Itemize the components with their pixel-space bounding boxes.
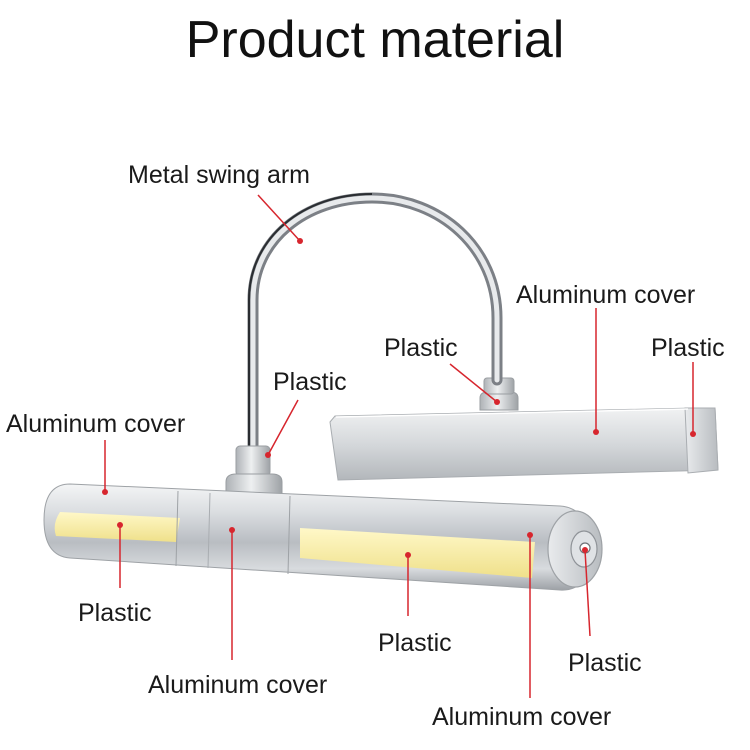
leader-lines xyxy=(102,194,696,698)
label-plastic-left-lens: Plastic xyxy=(78,599,152,627)
front-light-tube xyxy=(43,483,603,591)
label-plastic-front-mount: Plastic xyxy=(273,368,347,396)
label-plastic-back-end: Plastic xyxy=(651,334,725,362)
page-title: Product material xyxy=(185,11,565,69)
label-aluminum-cover-middle: Aluminum cover xyxy=(148,671,327,699)
label-metal-swing-arm: Metal swing arm xyxy=(128,161,310,189)
label-aluminum-cover-back: Aluminum cover xyxy=(516,281,695,309)
label-plastic-back-mount: Plastic xyxy=(384,334,458,362)
swing-arm xyxy=(247,192,503,458)
label-plastic-end-cap: Plastic xyxy=(568,649,642,677)
label-plastic-right-lens: Plastic xyxy=(378,629,452,657)
back-light-bar xyxy=(329,407,719,481)
label-aluminum-cover-right: Aluminum cover xyxy=(432,703,611,731)
label-aluminum-cover-left: Aluminum cover xyxy=(6,410,185,438)
